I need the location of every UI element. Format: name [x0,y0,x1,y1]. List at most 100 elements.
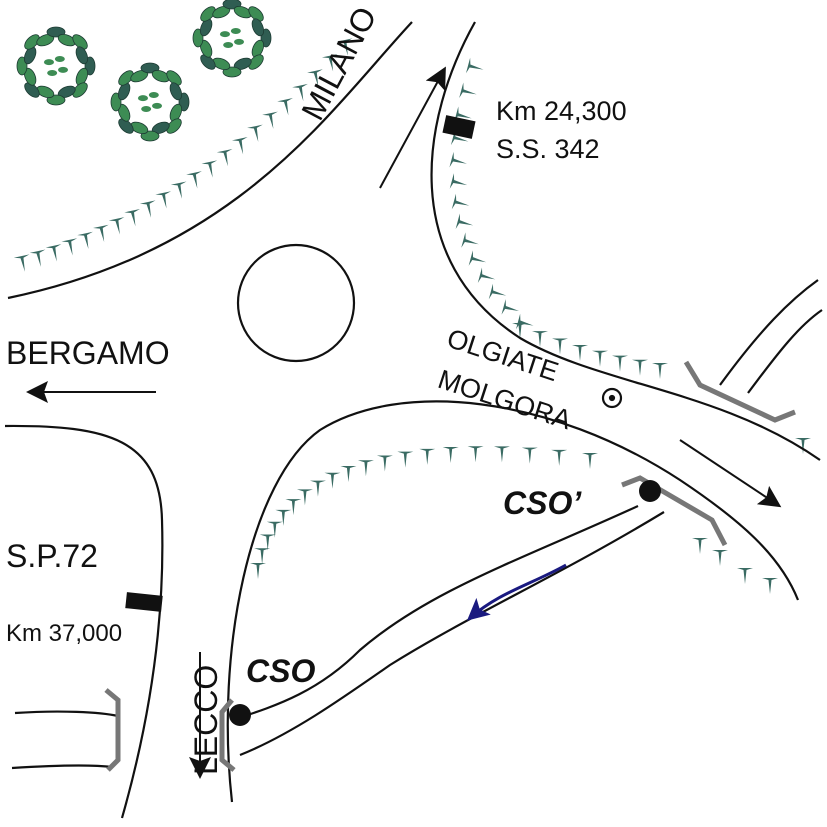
vegetation-tick [250,563,266,579]
label-ss: S.S. 342 [496,134,600,164]
vegetation-tick [501,299,520,315]
vegetation-tick [292,83,308,102]
vegetation-tick [285,499,302,516]
vegetation-tick [512,323,528,339]
vegetation-tick [397,451,414,468]
vegetation-tick [449,173,468,189]
vegetation-tick [461,232,479,248]
arrow-milano-icon [379,66,446,189]
vegetation-tick [216,148,233,167]
vegetation-tick [419,448,436,465]
label-lecco: LECCO [188,664,224,775]
vegetation-tick [532,331,548,348]
road-milano-bergamo-edge [7,21,413,300]
vegetation-tick [612,355,628,372]
vegetation-tick [231,137,248,155]
vegetation-tick [455,213,474,229]
vegetation-tick [442,447,459,464]
vegetation-tick [592,350,608,367]
vegetation-tick [632,359,648,376]
vegetation-tick [321,54,338,72]
vegetation-tick [307,69,323,87]
vegetation-tick [451,193,470,210]
road-inner-curve-edge [226,400,800,803]
vegetation-tick [459,82,477,99]
vegetation-tick [521,447,538,464]
vegetation-tick [93,224,109,243]
vegetation-tick [277,98,293,116]
vegetation-tick [477,267,496,283]
vegetation-tick [762,578,778,594]
vegetation-tick [340,466,357,483]
vegetation-tick [262,111,278,129]
vegetation-tick [170,181,187,199]
tree-icon [110,62,190,142]
vegetation-tick [493,446,510,463]
vegetation-tick [155,191,172,209]
vegetation-tick [266,521,283,538]
vegetation-tick [652,363,668,379]
vegetation-tick [552,338,568,355]
vegetation-tick [201,160,218,178]
vegetation-tick [186,171,202,189]
town-marker-icon [601,387,623,409]
vegetation-tick [247,124,263,142]
vegetation-tick [449,151,467,168]
vegetation-tick [324,472,341,489]
arrow-east-icon [679,439,782,508]
vegetation-tick [45,244,62,262]
vegetation-ticks [13,38,811,594]
vegetation-tick [488,283,507,300]
vegetation-tick [254,548,271,565]
label-cso-prime: CSO’ [503,485,582,521]
vegetation-tick [467,446,484,463]
vegetation-tick [454,106,472,122]
road-sw-branch-b [11,764,113,770]
vegetation-tick [376,455,393,472]
vegetation-tick [712,550,728,566]
vegetation-tick [124,209,140,227]
tree-icon [192,0,272,78]
tree-icon [16,26,96,106]
vegetation-tick [259,534,276,551]
outfall-cso-icon [229,704,251,726]
canal-edge-lower [239,511,665,757]
town-marker-dot [608,394,616,402]
vegetation-tick [275,509,292,526]
vegetation-tick [468,250,487,266]
road-edges [4,21,823,819]
direction-arrows [26,66,782,779]
label-km-sp: Km 37,000 [6,620,123,647]
roundabout [236,243,356,363]
milestone-ss-marker-icon [442,115,476,139]
vegetation-tick [309,480,326,497]
vegetation-tick [357,460,374,477]
road-ne-branch-a [719,279,819,386]
vegetation-tick [795,438,811,454]
vegetation-tick [551,449,568,466]
milestone-sp-marker-icon [125,592,163,612]
label-sp: S.P.72 [6,538,98,574]
flow-arrow-icon [466,563,567,621]
vegetation-tick [582,453,598,469]
trees [16,0,272,142]
outfall-cso-prime-icon [639,480,661,502]
vegetation-tick [296,489,313,506]
vegetation-tick [465,57,484,74]
label-cso: CSO [246,653,316,689]
vegetation-tick [29,249,46,267]
label-bergamo: BERGAMO [6,335,170,371]
vegetation-tick [77,231,93,250]
road-ne-branch-b [747,309,823,394]
vegetation-tick [139,200,156,218]
vegetation-tick [108,217,125,235]
vegetation-tick [692,538,708,554]
vegetation-tick [61,238,78,256]
bridge-lecco-icon [219,698,236,772]
vegetation-tick [572,345,588,362]
bridges [104,360,796,772]
road-bergamo-lecco-edge [4,424,164,819]
bridge-sw-icon [104,688,121,772]
